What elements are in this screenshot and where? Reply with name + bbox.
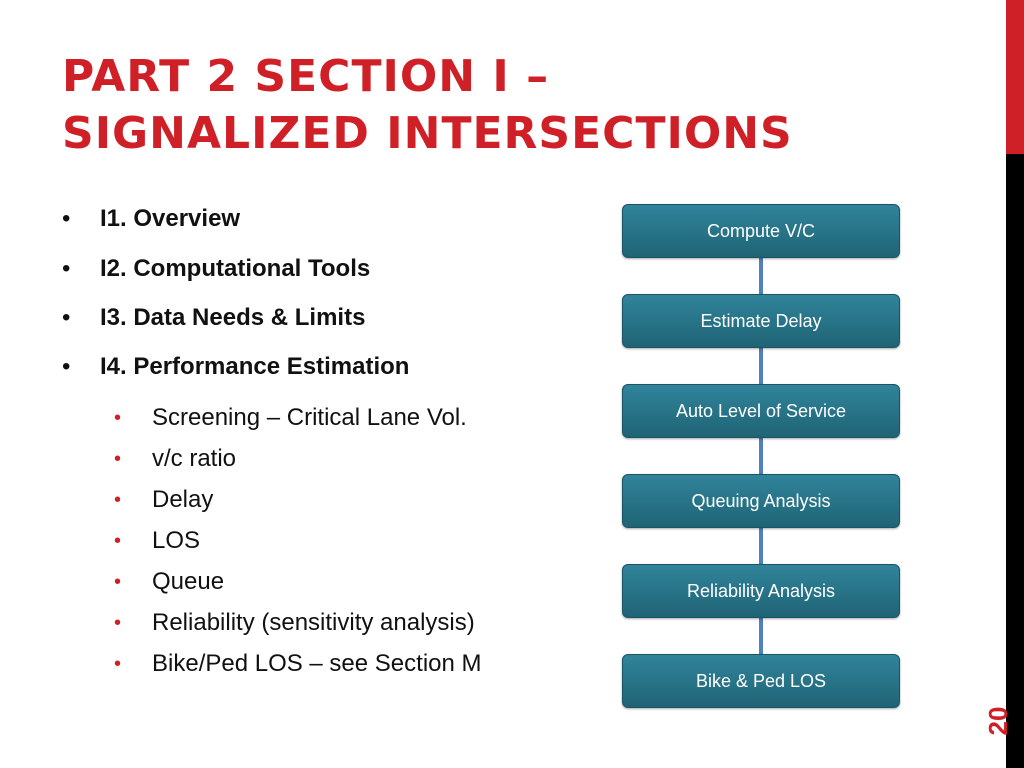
sub-bullet-marker: • (114, 407, 122, 429)
flow-step-reliability-analysis: Reliability Analysis (622, 564, 900, 618)
bullet-marker: • (62, 304, 71, 331)
sub-bullet-marker: • (114, 653, 122, 675)
sub-bullet-text: Delay (152, 486, 214, 513)
slide-title-line-1: PART 2 SECTION I – (62, 51, 550, 102)
sub-bullet-marker: • (114, 530, 122, 552)
slide-title-line-2: SIGNALIZED INTERSECTIONS (62, 108, 793, 159)
sub-bullet-text: LOS (152, 527, 201, 554)
bullet-marker: • (62, 205, 71, 232)
sidebar-accent-red (1006, 0, 1024, 154)
flow-step-compute-vc: Compute V/C (622, 204, 900, 258)
process-flowchart: Compute V/C Estimate Delay Auto Level of… (622, 204, 900, 710)
bullet-marker: • (62, 255, 71, 282)
sidebar-accent-black (1006, 154, 1024, 768)
sub-bullet-text: Queue (152, 568, 225, 595)
flow-step-auto-los: Auto Level of Service (622, 384, 900, 438)
bullet-text: I4. Performance Estimation (100, 353, 410, 380)
bullet-text: I2. Computational Tools (100, 255, 371, 282)
sub-bullet-text: v/c ratio (152, 445, 237, 472)
sub-bullet-marker: • (114, 612, 122, 634)
sub-bullet-marker: • (114, 448, 122, 470)
flow-step-queuing-analysis: Queuing Analysis (622, 474, 900, 528)
sub-bullet-marker: • (114, 489, 122, 511)
bullet-text: I3. Data Needs & Limits (100, 304, 366, 331)
sub-bullet-text: Bike/Ped LOS – see Section M (152, 650, 482, 677)
sub-bullet-marker: • (114, 571, 122, 593)
sub-bullet-text: Screening – Critical Lane Vol. (152, 404, 467, 431)
flow-step-bike-ped-los: Bike & Ped LOS (622, 654, 900, 708)
page-number: 20 (983, 706, 1013, 736)
bullet-text: I1. Overview (100, 205, 241, 232)
slide-title: PART 2 SECTION I – SIGNALIZED INTERSECTI… (62, 48, 962, 162)
flowchart-connector (759, 230, 763, 684)
sub-bullet-text: Reliability (sensitivity analysis) (152, 609, 475, 636)
bullet-marker: • (62, 353, 71, 380)
flow-step-estimate-delay: Estimate Delay (622, 294, 900, 348)
